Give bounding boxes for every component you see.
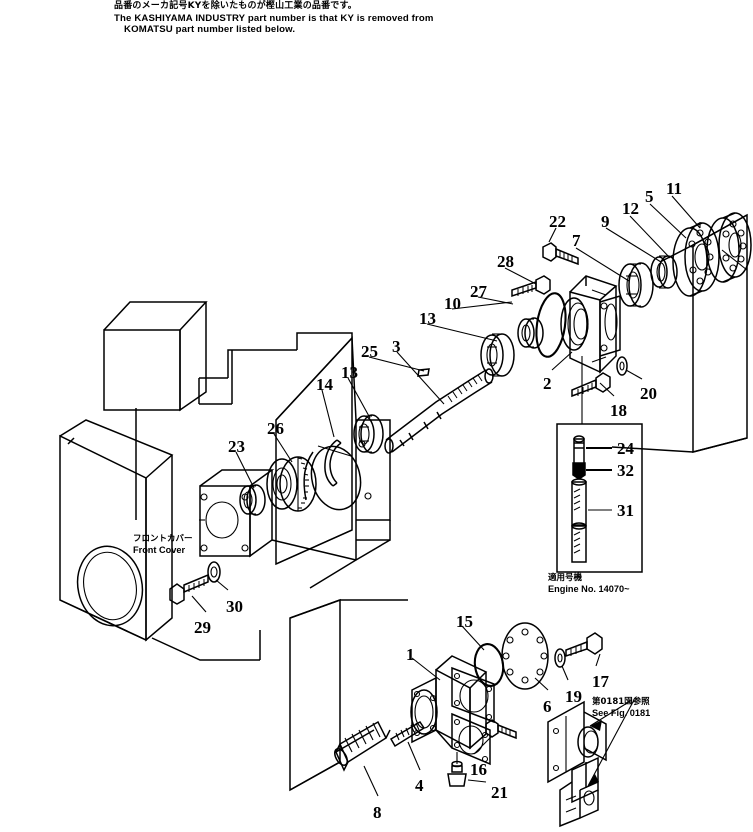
engine-no-caption-jp: 適用号機 bbox=[548, 573, 583, 583]
header-note: 品番のメーカ記号KYを除いたものが樫山工業の品番です。 The KASHIYAM… bbox=[114, 1, 544, 36]
seal-10 bbox=[517, 317, 544, 349]
callout-11: 11 bbox=[666, 179, 683, 198]
callout-6: 6 bbox=[543, 697, 552, 716]
leader-lines bbox=[191, 195, 748, 797]
note-japanese-line: 品番のメーカ記号KYを除いたものが樫山工業の品番です。 bbox=[114, 1, 357, 11]
callout-27: 27 bbox=[470, 282, 487, 301]
callout-16: 16 bbox=[470, 760, 487, 779]
callout-29: 29 bbox=[194, 618, 211, 637]
callout-13-lower: 13 bbox=[341, 363, 358, 382]
see-fig-caption-jp: 第0181図参照 bbox=[592, 697, 650, 707]
engine-no-caption-en: Engine No. 14070~ bbox=[548, 583, 630, 594]
callout-1: 1 bbox=[406, 645, 415, 664]
callout-10: 10 bbox=[444, 294, 461, 313]
callout-25: 25 bbox=[361, 342, 378, 361]
bolt-18 bbox=[571, 372, 611, 398]
callout-30: 30 bbox=[226, 597, 243, 616]
washer-19 bbox=[554, 648, 566, 668]
callout-5: 5 bbox=[645, 187, 654, 206]
callout-17: 17 bbox=[592, 672, 609, 691]
callout-21: 21 bbox=[491, 783, 508, 802]
washer-30 bbox=[207, 561, 221, 583]
callout-20: 20 bbox=[640, 384, 657, 403]
cover-plate-6 bbox=[501, 622, 549, 690]
callout-26: 26 bbox=[267, 419, 284, 438]
bolt-28 bbox=[511, 275, 551, 298]
callout-32: 32 bbox=[617, 461, 634, 480]
front-cover-caption: フロントカバー Front Cover bbox=[133, 534, 193, 555]
callout-18: 18 bbox=[610, 401, 627, 420]
plug-21 bbox=[447, 752, 467, 787]
oil-pump-body-1 bbox=[410, 655, 495, 766]
bolt-29 bbox=[169, 573, 209, 605]
snap-ring-14 bbox=[324, 439, 342, 487]
coupling-flange-12 bbox=[672, 222, 720, 297]
callout-24: 24 bbox=[617, 439, 634, 458]
bolt-22 bbox=[542, 242, 579, 266]
shaft-4 bbox=[389, 720, 426, 748]
see-fig-caption: 第0181図参照 See Fig. 0181 bbox=[592, 697, 650, 718]
bearing-13-upper bbox=[480, 333, 515, 377]
seal-7 bbox=[618, 262, 654, 308]
front-cover-caption-en: Front Cover bbox=[133, 544, 186, 555]
callout-3: 3 bbox=[392, 337, 401, 356]
drive-gear-26 bbox=[266, 456, 317, 512]
front-cover-caption-jp: フロントカバー bbox=[133, 534, 193, 544]
callout-22: 22 bbox=[549, 212, 566, 231]
o-ring-27 bbox=[535, 292, 567, 358]
rotor-set-8 bbox=[334, 720, 391, 772]
bracket-a bbox=[547, 700, 607, 784]
drive-shaft-3 bbox=[384, 368, 494, 454]
engine-block bbox=[59, 301, 391, 661]
callout-7: 7 bbox=[572, 231, 581, 250]
bearing-9 bbox=[650, 255, 678, 289]
bolts-16 bbox=[485, 719, 517, 740]
callout-19: 19 bbox=[565, 687, 582, 706]
bracket-b bbox=[559, 756, 599, 828]
callout-28: 28 bbox=[497, 252, 514, 271]
callout-2: 2 bbox=[543, 374, 552, 393]
callout-8: 8 bbox=[373, 803, 382, 822]
callout-12: 12 bbox=[622, 199, 639, 218]
callout-23: 23 bbox=[228, 437, 245, 456]
bushing-23 bbox=[239, 484, 266, 516]
callout-15: 15 bbox=[456, 612, 473, 631]
bolt-17 bbox=[565, 632, 603, 658]
note-english-line-2: KOMATSU part number listed below. bbox=[124, 24, 296, 35]
washer-13-lower bbox=[353, 414, 384, 454]
callout-14: 14 bbox=[316, 375, 333, 394]
callout-9: 9 bbox=[601, 212, 610, 231]
coupling-5-11 bbox=[706, 212, 752, 283]
note-english-line-1: The KASHIYAMA INDUSTRY part number is th… bbox=[114, 12, 434, 24]
engine-no-caption: 適用号機 Engine No. 14070~ bbox=[548, 573, 629, 594]
callout-4: 4 bbox=[415, 776, 424, 795]
pump-body-2 bbox=[560, 275, 621, 374]
washer-20 bbox=[616, 356, 628, 376]
callout-13-upper: 13 bbox=[419, 309, 436, 328]
see-fig-caption-en: See Fig. 0181 bbox=[592, 707, 651, 718]
callout-31: 31 bbox=[617, 501, 634, 520]
right-background-panel bbox=[611, 213, 748, 453]
